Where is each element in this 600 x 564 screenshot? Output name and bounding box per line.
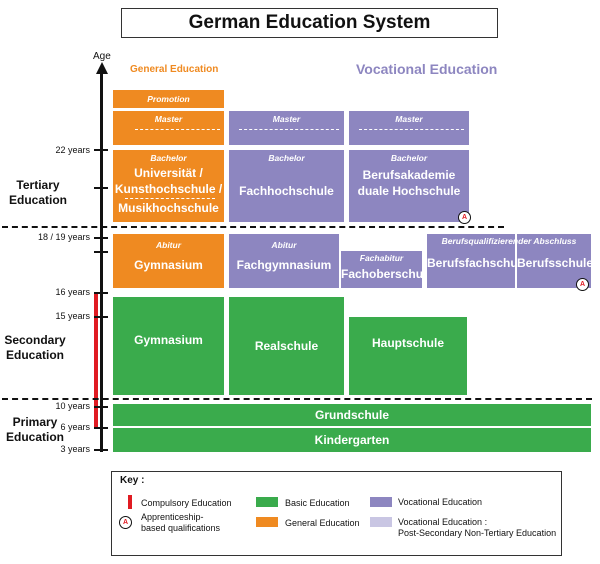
- key-vocational-label: Vocational Education: [398, 497, 483, 507]
- realschule-box: Realschule: [229, 297, 344, 395]
- general-swatch: [256, 517, 278, 527]
- tick-22: [94, 149, 108, 151]
- general-education-header: General Education: [130, 64, 219, 75]
- key-basic-label: Basic Education: [285, 498, 350, 508]
- fachgymnasium-label: Fachgymnasium: [236, 258, 332, 272]
- white-divider: [125, 198, 215, 199]
- key-legend: [111, 471, 562, 556]
- grundschule-label: Grundschule: [314, 407, 389, 422]
- tick-6: [94, 427, 108, 429]
- fachhochschule-box: Bachelor Fachhochschule: [229, 150, 344, 222]
- fachoberschule-label: Fachoberschule: [341, 267, 434, 281]
- gymnasium-lower-label: Gymnasium: [134, 332, 203, 347]
- abitur-label: Abitur: [155, 240, 182, 250]
- kindergarten-box: Kindergarten: [113, 428, 591, 452]
- master-label: Master: [154, 114, 183, 124]
- hauptschule-label: Hauptschule: [371, 335, 444, 350]
- diagram-title: German Education System: [121, 8, 498, 38]
- stage-primary: Primary Education: [5, 415, 64, 444]
- berufsfachschule-box: Berufsfachschule: [427, 234, 528, 288]
- kindergarten-label: Kindergarten: [314, 432, 390, 447]
- tertiary-divider: [2, 226, 504, 228]
- key-general-label: General Education: [285, 518, 360, 528]
- master-label: Master: [395, 114, 423, 124]
- compulsory-swatch: [128, 495, 132, 509]
- key-title: Key :: [120, 475, 145, 486]
- berufsakademie-box: Bachelor Berufsakademie duale Hochschule: [349, 150, 469, 222]
- vocational-swatch: [370, 497, 392, 507]
- promotion-label: Promotion: [147, 94, 190, 104]
- stage-secondary: Secondary Education: [4, 333, 66, 362]
- gymnasium-upper-label: Gymnasium: [134, 258, 203, 272]
- apprenticeship-badge-icon: A: [458, 211, 471, 224]
- age-label-22: 22 years: [55, 145, 90, 155]
- age-label-3: 3 years: [60, 444, 90, 454]
- tick-minor: [94, 187, 108, 189]
- tick-18: [94, 237, 108, 239]
- compulsory-education-bar: [94, 294, 98, 428]
- fachhochschule-label: Fachhochschule: [239, 184, 334, 198]
- white-divider: [135, 129, 220, 130]
- fachgymnasium-box: Abitur Fachgymnasium: [229, 234, 339, 288]
- universitaet-box: Bachelor Universität / Kunsthochschule /…: [113, 150, 224, 222]
- age-label-10: 10 years: [55, 401, 90, 411]
- white-divider: [239, 129, 339, 130]
- tick-3: [94, 449, 108, 451]
- gymnasium-upper-box: Abitur Gymnasium: [113, 234, 224, 288]
- berufsakademie-line-1: Berufsakademie: [362, 168, 456, 182]
- gymnasium-lower-box: Gymnasium: [113, 297, 224, 395]
- fachoberschule-box: Fachabitur Fachoberschule: [341, 251, 434, 288]
- realschule-label: Realschule: [254, 338, 319, 353]
- master-label: Master: [272, 114, 301, 124]
- fachabitur-label: Fachabitur: [359, 253, 404, 263]
- berufsschule-label: Berufsschule: [517, 256, 594, 270]
- berufsfachschule-label: Berufsfachschule: [427, 256, 528, 270]
- grundschule-box: Grundschule: [113, 404, 591, 426]
- tick-minor: [94, 251, 108, 253]
- apprenticeship-badge-icon: A: [576, 278, 589, 291]
- key-apprenticeship-line-2: based qualifications: [141, 523, 221, 533]
- age-label-18-19: 18 / 19 years: [37, 232, 90, 242]
- bachelor-label: Bachelor: [268, 153, 305, 163]
- abitur-label: Abitur: [271, 240, 297, 250]
- key-apprenticeship-line-1: Apprenticeship-: [141, 512, 204, 522]
- key-postsecondary-line-1: Vocational Education :: [398, 517, 488, 527]
- stage-tertiary: Tertiary Education: [8, 178, 67, 207]
- vocational-education-header: Vocational Education: [356, 61, 498, 77]
- master-general-box: Master: [113, 111, 224, 145]
- berufsqualifizierender-label: Berufsqualifizierender Abschluss: [441, 236, 577, 246]
- universitaet-line-1: Universität /: [134, 166, 203, 180]
- bachelor-label: Bachelor: [390, 153, 428, 163]
- age-label-6: 6 years: [60, 422, 90, 432]
- tick-15: [94, 316, 108, 318]
- basic-swatch: [256, 497, 278, 507]
- key-compulsory-label: Compulsory Education: [141, 498, 232, 508]
- axis-arrow-icon: [95, 62, 108, 74]
- master-fh-box: Master: [229, 111, 344, 145]
- promotion-box: Promotion: [113, 90, 224, 108]
- apprenticeship-badge-icon: A: [119, 516, 132, 529]
- master-ba-box: Master: [349, 111, 469, 145]
- bachelor-label: Bachelor: [150, 153, 187, 163]
- tick-10: [94, 406, 108, 408]
- key-postsecondary-line-2: Post-Secondary Non-Tertiary Education: [398, 528, 557, 538]
- hauptschule-box: Hauptschule: [349, 317, 467, 395]
- universitaet-line-3: Musikhochschule: [118, 201, 219, 215]
- white-divider: [359, 129, 464, 130]
- universitaet-line-2: Kunsthochschule /: [114, 182, 223, 196]
- primary-divider: [2, 398, 592, 400]
- post-secondary-swatch: [370, 517, 392, 527]
- age-axis-label: Age: [93, 51, 111, 62]
- age-axis-line: [100, 72, 103, 452]
- age-label-16: 16 years: [55, 287, 90, 297]
- age-label-15: 15 years: [55, 311, 90, 321]
- tick-16: [94, 292, 108, 294]
- berufsakademie-line-2: duale Hochschule: [357, 184, 461, 198]
